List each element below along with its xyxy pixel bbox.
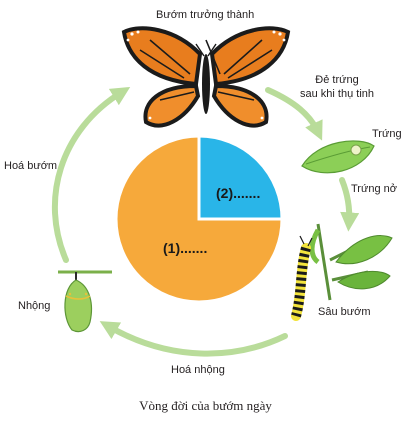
- arrow-pupa-to-adult: [51, 86, 131, 263]
- label-egg-laying-line2: sau khi thụ tinh: [300, 88, 374, 100]
- pie-label-1: (1).......: [163, 240, 208, 256]
- pie-label-2: (2).......: [216, 185, 261, 201]
- label-egg-laying: Đẻ trứng sau khi thụ tinh: [300, 73, 374, 101]
- leaf-egg-image: [301, 140, 375, 174]
- pie-chart: [114, 134, 284, 304]
- label-emergence: Hoá bướm: [4, 160, 58, 172]
- label-hatching: Trứng nở: [351, 183, 397, 195]
- arrow-adult-to-egg: [265, 87, 323, 141]
- label-adult-butterfly: Bướm trưởng thành: [156, 9, 255, 21]
- arrow-caterpillar-to-pupa: [99, 321, 288, 357]
- label-egg: Trứng: [372, 128, 402, 140]
- pie-slice-2: [197, 134, 284, 221]
- label-pupa: Nhộng: [18, 300, 51, 312]
- label-pupation: Hoá nhộng: [171, 364, 225, 376]
- chrysalis-image: [58, 270, 112, 333]
- butterfly-image: [121, 26, 291, 128]
- label-egg-laying-line1: Đẻ trứng: [315, 74, 359, 86]
- cycle-arrows: [51, 86, 360, 357]
- caption: Vòng đời của bướm ngày: [139, 398, 272, 413]
- label-caterpillar: Sâu bướm: [318, 306, 371, 318]
- caterpillar-image: [291, 223, 393, 321]
- arrow-egg-to-caterpillar: [339, 177, 360, 232]
- pie-slice-1: [114, 134, 284, 304]
